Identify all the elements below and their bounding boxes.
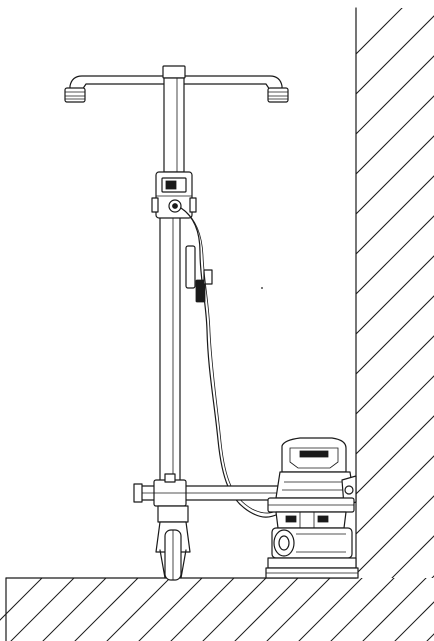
speck-mark bbox=[261, 287, 263, 289]
side-holder bbox=[185, 245, 213, 303]
cable bbox=[180, 207, 279, 518]
pole bbox=[159, 77, 185, 489]
floor-hatching bbox=[0, 578, 434, 641]
wall bbox=[355, 7, 434, 579]
right-grip bbox=[267, 87, 289, 103]
control-box bbox=[151, 171, 197, 219]
wall-hatching bbox=[356, 8, 434, 578]
horizontal-arm bbox=[133, 473, 289, 507]
base-machine bbox=[265, 437, 359, 579]
wheel-carriage bbox=[155, 505, 191, 581]
left-grip bbox=[64, 87, 86, 103]
floor bbox=[0, 577, 434, 641]
